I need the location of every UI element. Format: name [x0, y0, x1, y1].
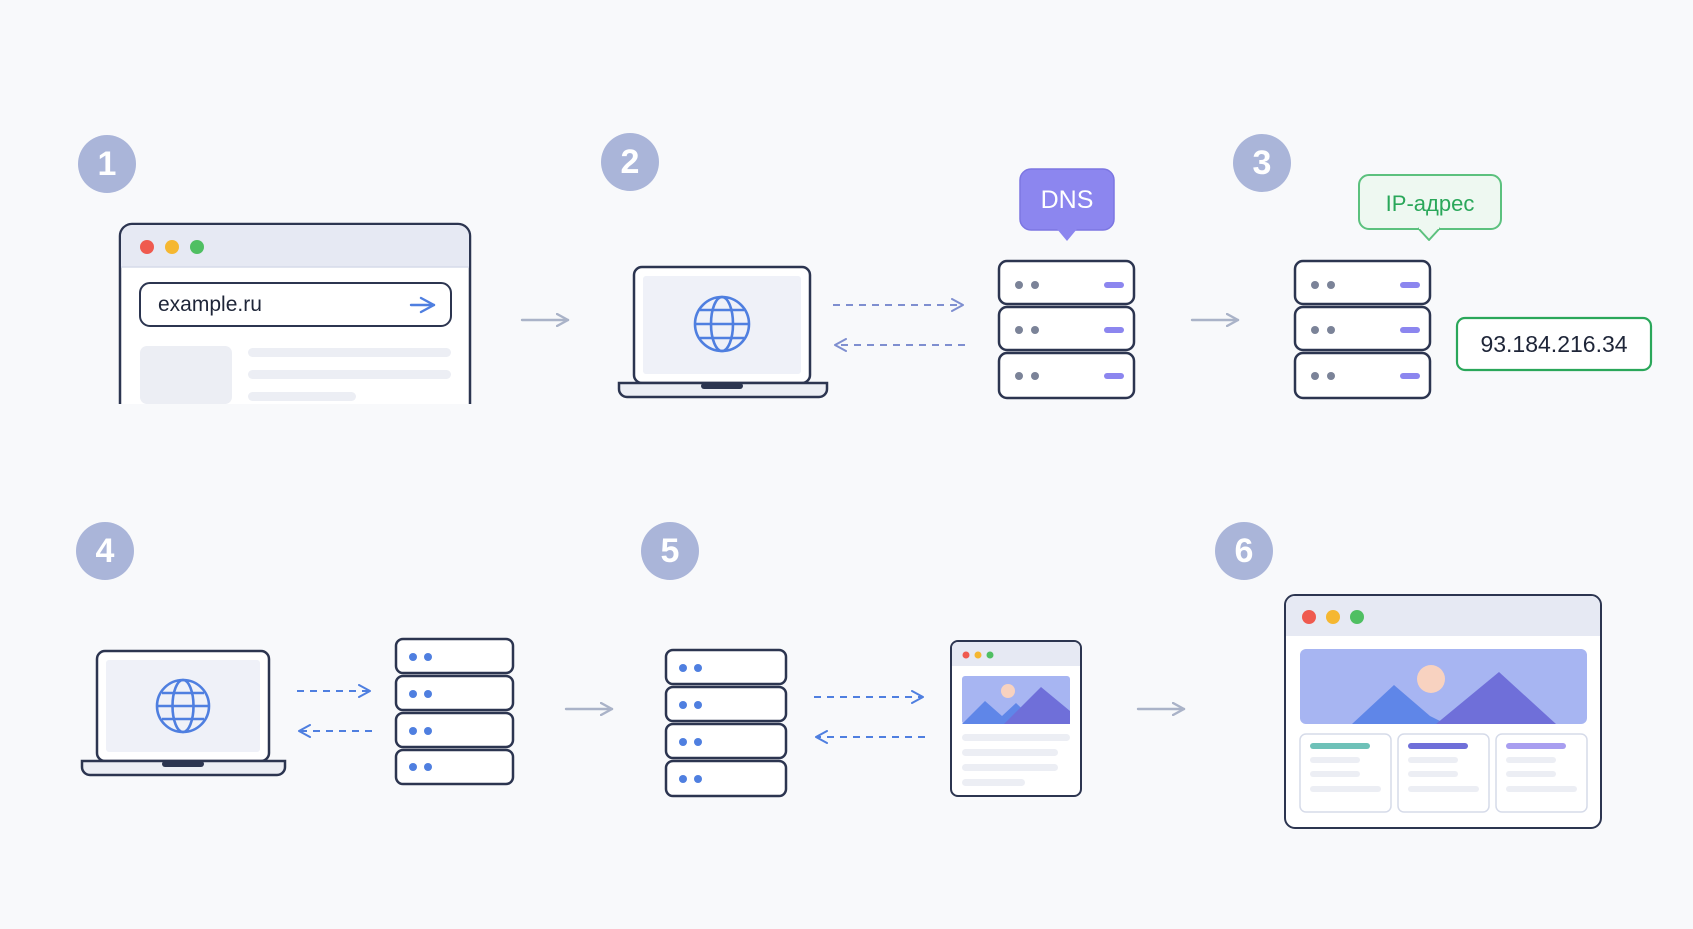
- step6-rendered-page: [1284, 594, 1602, 829]
- step-badge-5: 5: [641, 522, 699, 580]
- step1-browser-window: example.ru: [118, 222, 472, 404]
- url-text: example.ru: [158, 293, 262, 316]
- step4-laptop: [80, 649, 287, 777]
- content-thumbnail-placeholder: [140, 346, 232, 404]
- step-badge-6: 6: [1215, 522, 1273, 580]
- window-minimize-dot: [165, 240, 179, 254]
- step5-page-preview: [950, 640, 1082, 797]
- dns-server-stack: [997, 259, 1136, 400]
- ip-label-bubble: IP-адрес: [1358, 174, 1502, 241]
- dns-label: DNS: [1041, 186, 1094, 214]
- globe-icon: [693, 295, 751, 353]
- ip-server-stack: [1293, 259, 1432, 400]
- globe-icon: [155, 678, 211, 734]
- window-close-dot: [140, 240, 154, 254]
- url-address-bar[interactable]: [139, 282, 452, 327]
- content-card-3: [1495, 733, 1588, 813]
- step-badge-4: 4: [76, 522, 134, 580]
- ip-label: IP-адрес: [1386, 191, 1475, 216]
- step2-laptop: [617, 265, 829, 399]
- step-badge-1: 1: [78, 135, 136, 193]
- step-badge-3: 3: [1233, 134, 1291, 192]
- content-card-1: [1299, 733, 1392, 813]
- step5-server-stack: [664, 648, 788, 798]
- ip-address-box: 93.184.216.34: [1455, 316, 1653, 372]
- hero-image: [1300, 649, 1587, 724]
- step-badge-2: 2: [601, 133, 659, 191]
- ip-address-value: 93.184.216.34: [1480, 331, 1627, 357]
- dns-label-bubble: DNS: [1019, 168, 1115, 241]
- content-card-2: [1397, 733, 1490, 813]
- web-server-stack: [394, 637, 515, 786]
- window-maximize-dot: [190, 240, 204, 254]
